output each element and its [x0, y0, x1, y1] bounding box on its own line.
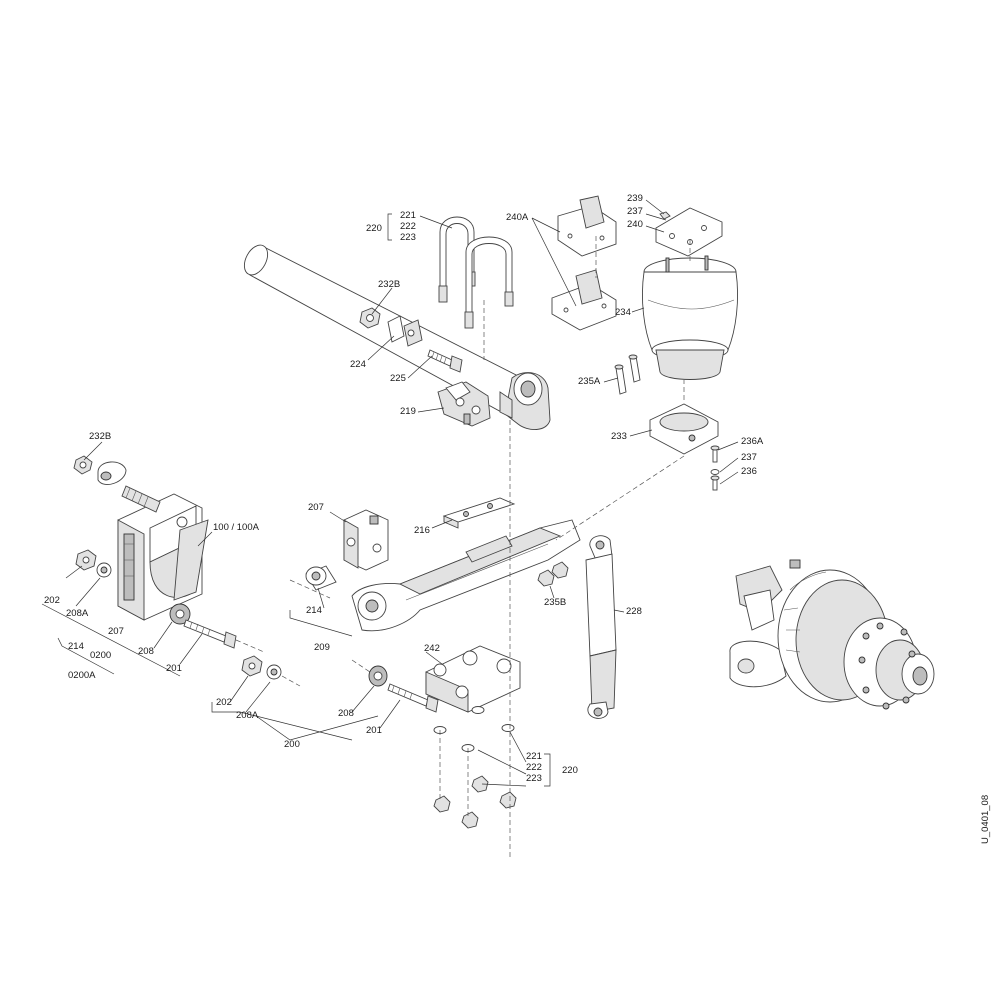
washers-222 — [433, 706, 515, 752]
label-0200: 0200 — [90, 650, 111, 661]
label-208-left: 208 — [138, 646, 154, 657]
bolt-225 — [427, 349, 463, 373]
air-spring-234 — [642, 255, 738, 380]
label-100-100a: 100 / 100A — [213, 522, 260, 533]
bolt-201-left — [183, 619, 237, 649]
label-202-left: 202 — [44, 595, 60, 606]
label-235b: 235B — [544, 597, 566, 608]
shock-absorber-228 — [585, 535, 617, 719]
washer-224 — [387, 315, 423, 347]
label-202-mid: 202 — [216, 697, 232, 708]
hanger-bracket-100 — [117, 493, 209, 621]
label-219: 219 — [400, 406, 416, 417]
label-209: 209 — [314, 642, 330, 653]
grouping-brackets — [41, 213, 551, 787]
label-214-left: 214 — [68, 641, 84, 652]
leader-lines — [65, 199, 739, 787]
trailing-arm-209 — [351, 519, 581, 632]
washer-208-left — [169, 603, 191, 625]
label-236: 236 — [741, 466, 757, 477]
label-236a: 236A — [741, 436, 764, 447]
bracket-240a-upper — [557, 195, 617, 257]
label-232b-left: 232B — [89, 431, 111, 442]
bushing-left — [97, 461, 127, 485]
label-223-top: 223 — [400, 232, 416, 243]
nut-202-left — [75, 549, 97, 571]
washer-208a-left — [96, 562, 112, 578]
label-208-mid: 208 — [338, 708, 354, 719]
label-201-left: 201 — [166, 663, 182, 674]
pin-235a — [614, 354, 641, 395]
assembly-lines — [235, 236, 691, 860]
label-220-top: 220 — [366, 223, 382, 234]
nut-232b-upper — [359, 307, 381, 329]
nuts-223 — [433, 775, 517, 829]
bracket-240a-lower — [551, 269, 617, 331]
label-240: 240 — [627, 219, 643, 230]
bottom-plate-242 — [425, 645, 521, 713]
label-201-mid: 201 — [366, 725, 382, 736]
label-232b-top: 232B — [378, 279, 400, 290]
bolt-201-mid — [387, 683, 439, 713]
nut-232b-left — [73, 455, 93, 475]
label-234: 234 — [615, 307, 631, 318]
washer-208a-mid — [266, 664, 282, 680]
label-235a: 235A — [578, 376, 601, 387]
bolt-left-upper — [121, 485, 161, 513]
bushing-214 — [305, 565, 337, 591]
bolt-236a — [710, 445, 720, 463]
clamp-plate-207 — [343, 509, 389, 571]
label-208a-left: 208A — [66, 608, 89, 619]
label-240a: 240A — [506, 212, 529, 223]
label-221-top: 221 — [400, 210, 416, 221]
top-plate-240 — [655, 207, 723, 257]
label-207-top: 207 — [308, 502, 324, 513]
label-222-bottom: 222 — [526, 762, 542, 773]
washer-237-mid — [710, 469, 720, 475]
label-228: 228 — [626, 606, 642, 617]
shim-plate-216 — [442, 497, 516, 529]
label-220-bottom: 220 — [562, 765, 578, 776]
label-233: 233 — [611, 431, 627, 442]
bolt-236 — [710, 475, 720, 491]
label-216: 216 — [414, 525, 430, 536]
piston-plate-233 — [649, 403, 719, 455]
u-bolt-rear — [464, 236, 514, 329]
label-0200a: 0200A — [68, 670, 96, 681]
label-207-left: 207 — [108, 626, 124, 637]
label-242: 242 — [424, 643, 440, 654]
label-224: 224 — [350, 359, 366, 370]
label-214-mid: 214 — [306, 605, 322, 616]
label-239: 239 — [627, 193, 643, 204]
label-222-top: 222 — [400, 221, 416, 232]
hub-brake-assembly — [729, 559, 935, 710]
label-223-bottom: 223 — [526, 773, 542, 784]
nut-239 — [659, 211, 671, 220]
drawing-id: U_0401_08 — [980, 795, 991, 844]
label-237-mid: 237 — [741, 452, 757, 463]
label-208a-mid: 208A — [236, 710, 259, 721]
callout-labels: 220 221 222 223 240A 239 237 240 232B 22… — [44, 193, 991, 844]
wheel-studs — [858, 622, 916, 710]
label-225: 225 — [390, 373, 406, 384]
nut-235b — [537, 561, 569, 587]
label-221-bottom: 221 — [526, 751, 542, 762]
label-200: 200 — [284, 739, 300, 750]
bracket-219 — [437, 381, 491, 427]
washer-208-mid — [368, 665, 388, 687]
label-237-top: 237 — [627, 206, 643, 217]
nut-202-mid — [241, 655, 263, 677]
